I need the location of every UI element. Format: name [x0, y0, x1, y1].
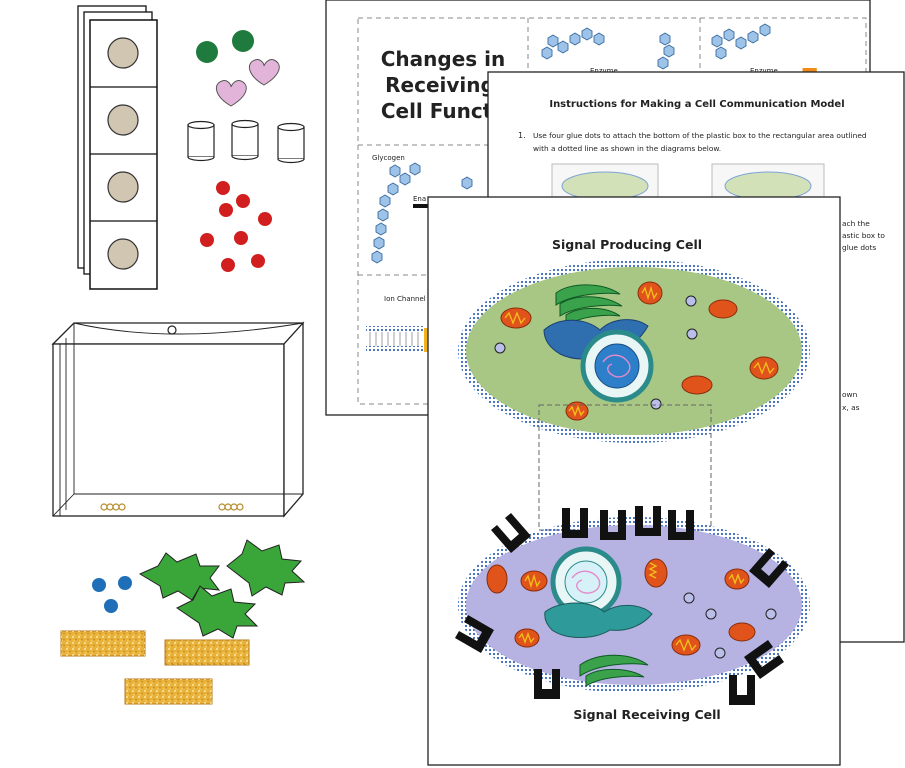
receptor	[744, 640, 784, 679]
receptor	[749, 548, 789, 588]
enzyme-label-b: Enzyme	[750, 67, 778, 75]
card-disc-1	[107, 37, 139, 69]
card-disc-2	[107, 104, 139, 136]
side-fragment-4: own	[842, 390, 858, 399]
mitochondrion	[520, 570, 548, 592]
enzyme-label-c: Ena	[413, 195, 426, 203]
mitochondrion	[671, 634, 701, 656]
instructions-title: Instructions for Making a Cell Communica…	[549, 99, 844, 110]
sheet-front: Signal Producing Cell	[427, 196, 841, 766]
side-fragment-1: ach the	[842, 219, 870, 228]
sheet-back-title-line-1: Changes in	[381, 47, 506, 71]
receptor	[491, 513, 531, 553]
cylinder	[277, 122, 305, 164]
gold-bar	[124, 678, 213, 705]
gold-bar	[164, 639, 250, 666]
mitochondrion	[637, 281, 663, 305]
lysosome-orange	[486, 564, 508, 594]
leaf-shape	[226, 539, 306, 597]
receptor	[562, 508, 588, 538]
cylinder	[231, 119, 259, 161]
receptor	[729, 675, 755, 705]
mitochondrion	[724, 568, 750, 590]
receptor-group	[455, 506, 789, 705]
vesicle-group	[683, 592, 777, 659]
side-fragment-5: x, as	[842, 403, 860, 412]
receptor	[600, 510, 626, 540]
leaf-shape	[138, 552, 221, 601]
sheet-back-title-line-2: Receiving	[385, 73, 495, 97]
sheet-back-title-line-3: Cell Functi	[381, 99, 499, 123]
side-fragment-2: astic box to	[842, 231, 885, 240]
lysosome-orange	[681, 375, 713, 395]
lysosome-orange	[728, 622, 756, 642]
mitochondrion	[500, 307, 532, 329]
card-strip	[77, 5, 158, 290]
glycogen-chain	[371, 23, 771, 264]
cylinder	[187, 120, 215, 162]
card-disc-4	[107, 238, 139, 270]
blue-dot	[118, 576, 132, 590]
box-outline	[538, 404, 712, 531]
glycogen-label: Glycogen	[372, 154, 405, 162]
lysosome-orange	[708, 299, 738, 319]
heart-shape	[248, 59, 280, 86]
receptor	[635, 506, 661, 536]
step-line-2: with a dotted line as shown in the diagr…	[533, 144, 721, 153]
receptor	[534, 669, 560, 699]
gold-bar	[60, 630, 146, 657]
heart-shape	[215, 80, 247, 107]
enzyme-label-a: Enzyme	[590, 67, 618, 75]
blue-dot	[104, 599, 118, 613]
mitochondrion	[565, 401, 589, 421]
green-dot	[196, 41, 218, 63]
blue-dot	[92, 578, 106, 592]
mitochondrion	[644, 558, 668, 588]
plastic-box	[51, 321, 305, 518]
card-disc-3	[107, 171, 139, 203]
green-dot	[232, 30, 254, 52]
step-number: 1.	[518, 131, 526, 140]
receptor	[455, 615, 494, 653]
golgi-body	[579, 654, 649, 677]
ion-channel-label: Ion Channel	[384, 295, 426, 303]
vesicle-group	[494, 295, 698, 410]
step-line-1: Use four glue dots to attach the bottom …	[533, 131, 867, 140]
signal-receiving-cell	[458, 517, 810, 693]
signal-receiving-cell-label: Signal Receiving Cell	[573, 707, 720, 722]
receptor	[668, 510, 694, 540]
signal-producing-cell-label: Signal Producing Cell	[552, 237, 702, 252]
signal-producing-cell	[458, 259, 810, 443]
leaf-shape	[176, 585, 259, 639]
side-fragment-3: glue dots	[842, 243, 876, 252]
mitochondrion	[514, 628, 540, 648]
red-dot-cluster	[200, 181, 272, 272]
endoplasmic-reticulum	[544, 602, 653, 638]
mitochondrion	[749, 356, 779, 380]
